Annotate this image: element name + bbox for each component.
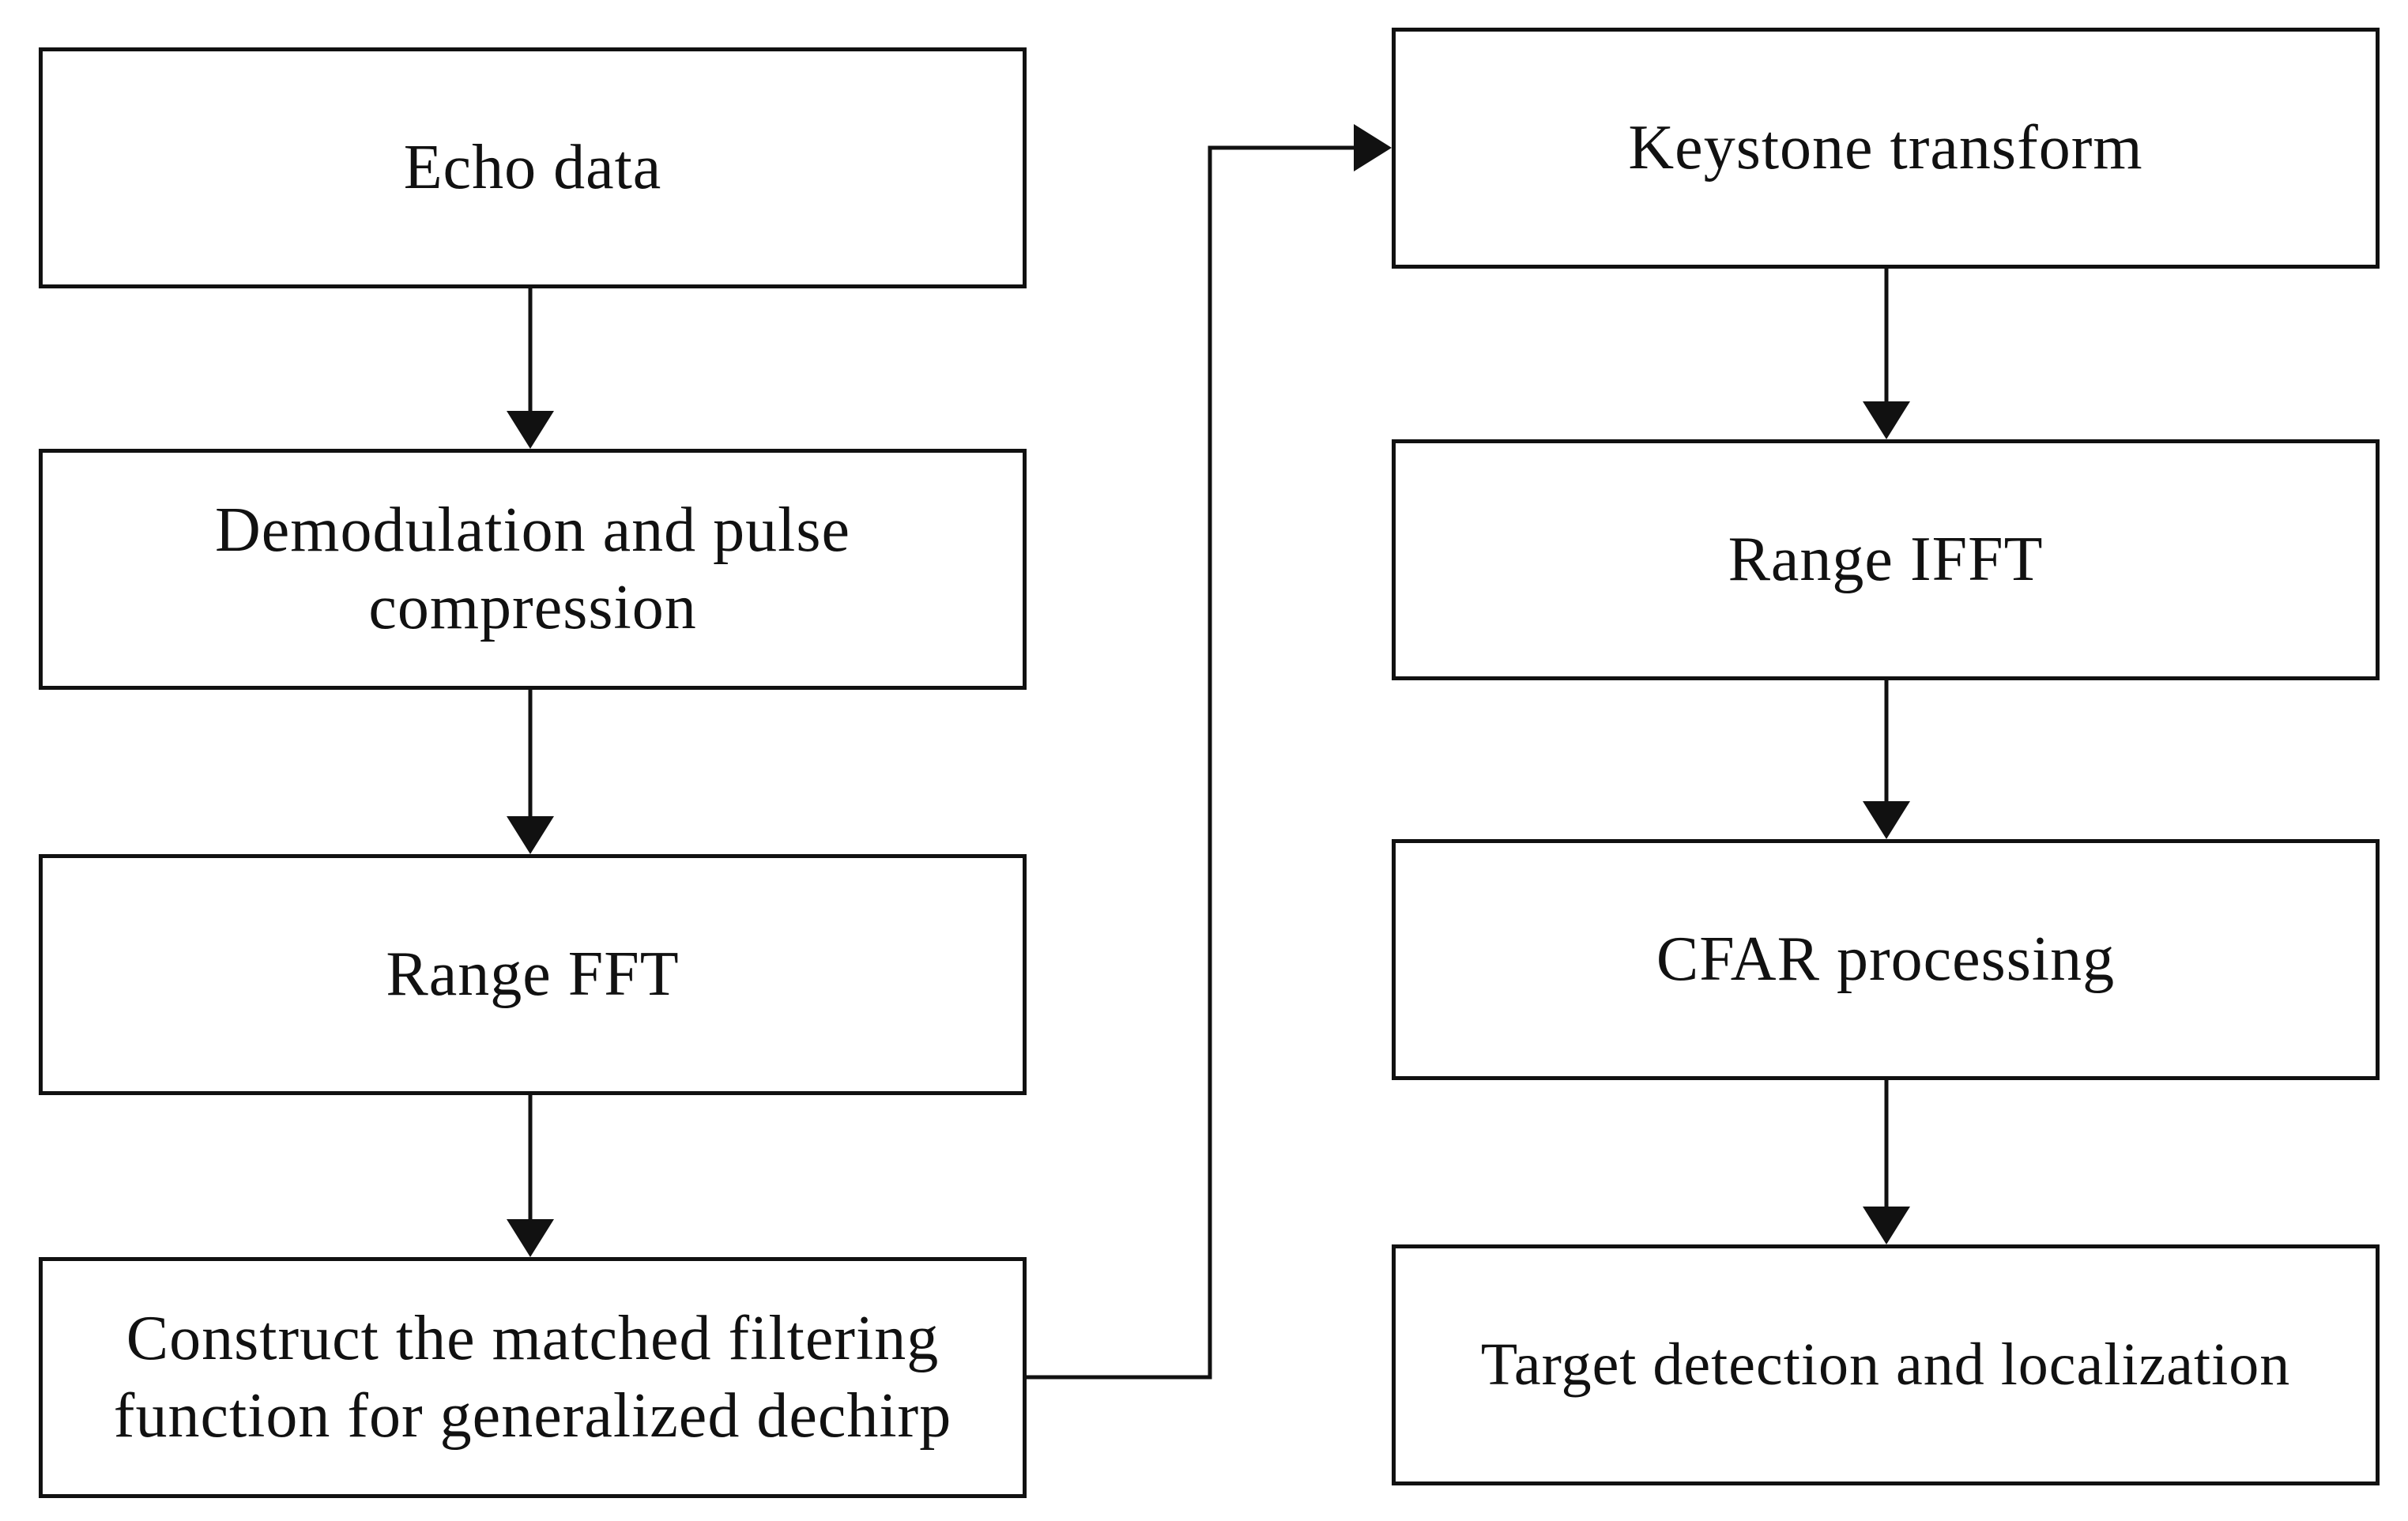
node-range-ifft-label: Range IFFT [1728, 524, 2044, 594]
node-keystone-label: Keystone transform [1628, 112, 2143, 183]
node-construct-label: Construct the matched filtering function… [113, 1303, 952, 1451]
node-cfar-processing: CFAR processing [1392, 839, 2380, 1080]
node-echo-data: Echo data [39, 47, 1027, 288]
node-demodulation-label: Demodulation and pulse compression [214, 495, 851, 642]
node-range-fft-label: Range FFT [386, 939, 680, 1009]
node-target-detection-localization: Target detection and localization [1392, 1244, 2380, 1485]
node-cfar-label: CFAR processing [1656, 924, 2116, 994]
arrow-demod-to-range-fft [507, 690, 554, 854]
arrow-range-fft-to-construct [507, 1095, 554, 1257]
node-echo-data-label: Echo data [403, 132, 662, 202]
arrow-cfar-to-target [1863, 1080, 1910, 1244]
node-target-label: Target detection and localization [1480, 1331, 2291, 1399]
node-demodulation-pulse-compression: Demodulation and pulse compression [39, 449, 1027, 690]
arrow-echo-to-demod [507, 288, 554, 449]
node-keystone-transform: Keystone transform [1392, 28, 2380, 269]
node-construct-matched-filter: Construct the matched filtering function… [39, 1257, 1027, 1498]
arrow-range-ifft-to-cfar [1863, 680, 1910, 839]
arrow-construct-to-keystone [1027, 124, 1392, 1380]
node-range-fft: Range FFT [39, 854, 1027, 1095]
node-range-ifft: Range IFFT [1392, 439, 2380, 680]
arrow-keystone-to-range-ifft [1863, 269, 1910, 439]
